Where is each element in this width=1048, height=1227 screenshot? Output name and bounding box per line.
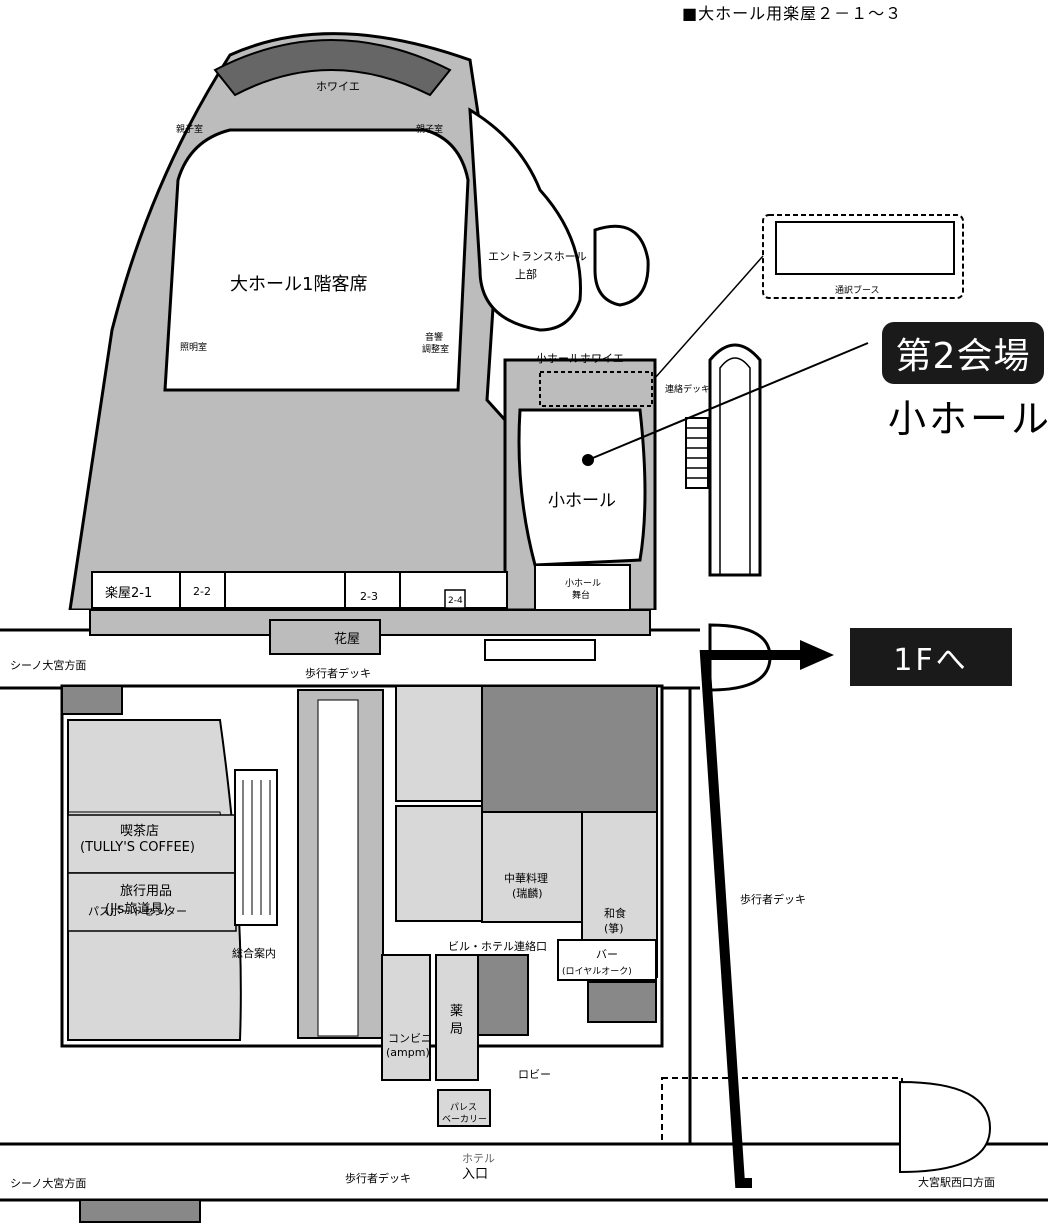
hotel-label-2: 入口 xyxy=(462,1167,489,1182)
small-stage-label-1: 小ホール xyxy=(565,579,602,589)
japanese-restaurant-label-1: 和食 xyxy=(604,907,626,920)
dressing-room-2-3: 2-3 xyxy=(360,590,378,603)
direction-sino-top: シーノ大宮方面 xyxy=(10,659,87,672)
pharmacy-label-1: 薬 xyxy=(450,1004,464,1019)
dressing-room-2-1: 楽屋2-1 xyxy=(105,586,153,601)
travel-goods-label-1: 旅行用品 xyxy=(120,884,173,899)
bakery-label-2: ベーカリー xyxy=(442,1115,488,1125)
venue-badge: 第2会場 xyxy=(882,322,1044,384)
bar-label-1: バー xyxy=(596,948,618,961)
pharmacy-label-2: 局 xyxy=(450,1022,464,1037)
passport-center-label: パスポートセンター xyxy=(88,905,187,918)
dressing-room-2-2: 2-2 xyxy=(193,585,211,598)
bar-label-2: (ロイヤルオーク) xyxy=(562,967,632,977)
small-stage-label-2: 舞台 xyxy=(572,591,591,601)
connecting-deck-label: 連絡デッキ xyxy=(665,385,711,395)
small-hall-label: 小ホール xyxy=(548,491,616,511)
bakery-label-1: パレス xyxy=(450,1103,478,1113)
cafe-label-2: (TULLY'S COFFEE) xyxy=(80,840,195,855)
direction-deck-bottom: 歩行者デッキ xyxy=(345,1172,411,1185)
japanese-restaurant-label-2: (箏) xyxy=(604,922,624,935)
chinese-restaurant-label-1: 中華料理 xyxy=(504,872,548,885)
route-line xyxy=(699,650,800,1188)
convenience-store-label-2: (ampm) xyxy=(386,1046,430,1059)
top-note: ■大ホール用楽屋２－１～３ xyxy=(682,4,903,23)
entrance-hall-upper xyxy=(468,107,582,332)
sound-room-label-2: 調整室 xyxy=(422,345,450,355)
entrance-hall-upper-label-1: エントランスホール xyxy=(488,250,587,263)
florist-label: 花屋 xyxy=(334,632,361,647)
info-desk-label: 総合案内 xyxy=(232,947,276,960)
connecting-deck xyxy=(708,343,762,577)
travel-goods-label-2: (J's旅道具) xyxy=(105,902,169,917)
convenience-store-label-1: コンビニ xyxy=(388,1032,432,1045)
sound-room-label-1: 音響 xyxy=(425,333,444,343)
hotel-label-1: ホテル xyxy=(462,1152,495,1165)
direction-omiya-west: 大宮駅西口方面 xyxy=(918,1176,995,1189)
direction-sino-bottom: シーノ大宮方面 xyxy=(10,1177,87,1190)
direction-deck-top: 歩行者デッキ xyxy=(305,667,371,680)
big-hall-label: 大ホール1階客席 xyxy=(230,274,368,295)
chinese-restaurant-label-2: (瑞麟) xyxy=(512,887,543,900)
entrance-hall-upper-label-2: 上部 xyxy=(515,268,537,281)
lighting-room-label: 照明室 xyxy=(180,343,208,353)
cafe-label-1: 喫茶店 xyxy=(120,824,160,839)
small-hall-foyer-label: 小ホールホワイエ xyxy=(536,352,624,365)
parent-child-room-right: 親子室 xyxy=(416,125,444,135)
foyer-label: ホワイエ xyxy=(316,80,360,93)
dressing-room-2-4: 2-4 xyxy=(448,596,463,606)
lobby-label: ロビー xyxy=(518,1068,551,1081)
parent-child-room-left: 親子室 xyxy=(176,125,204,135)
direction-deck-right: 歩行者デッキ xyxy=(740,893,806,906)
hotel-connection-label: ビル・ホテル連絡口 xyxy=(448,940,547,953)
go-to-1f-button[interactable]: 1Fへ xyxy=(850,628,1012,686)
interpretation-booth xyxy=(762,214,964,299)
interpretation-booth-label: 通訳ブース xyxy=(835,286,880,296)
venue-name: 小ホール xyxy=(888,397,1048,441)
big-hall-seating xyxy=(163,128,470,392)
